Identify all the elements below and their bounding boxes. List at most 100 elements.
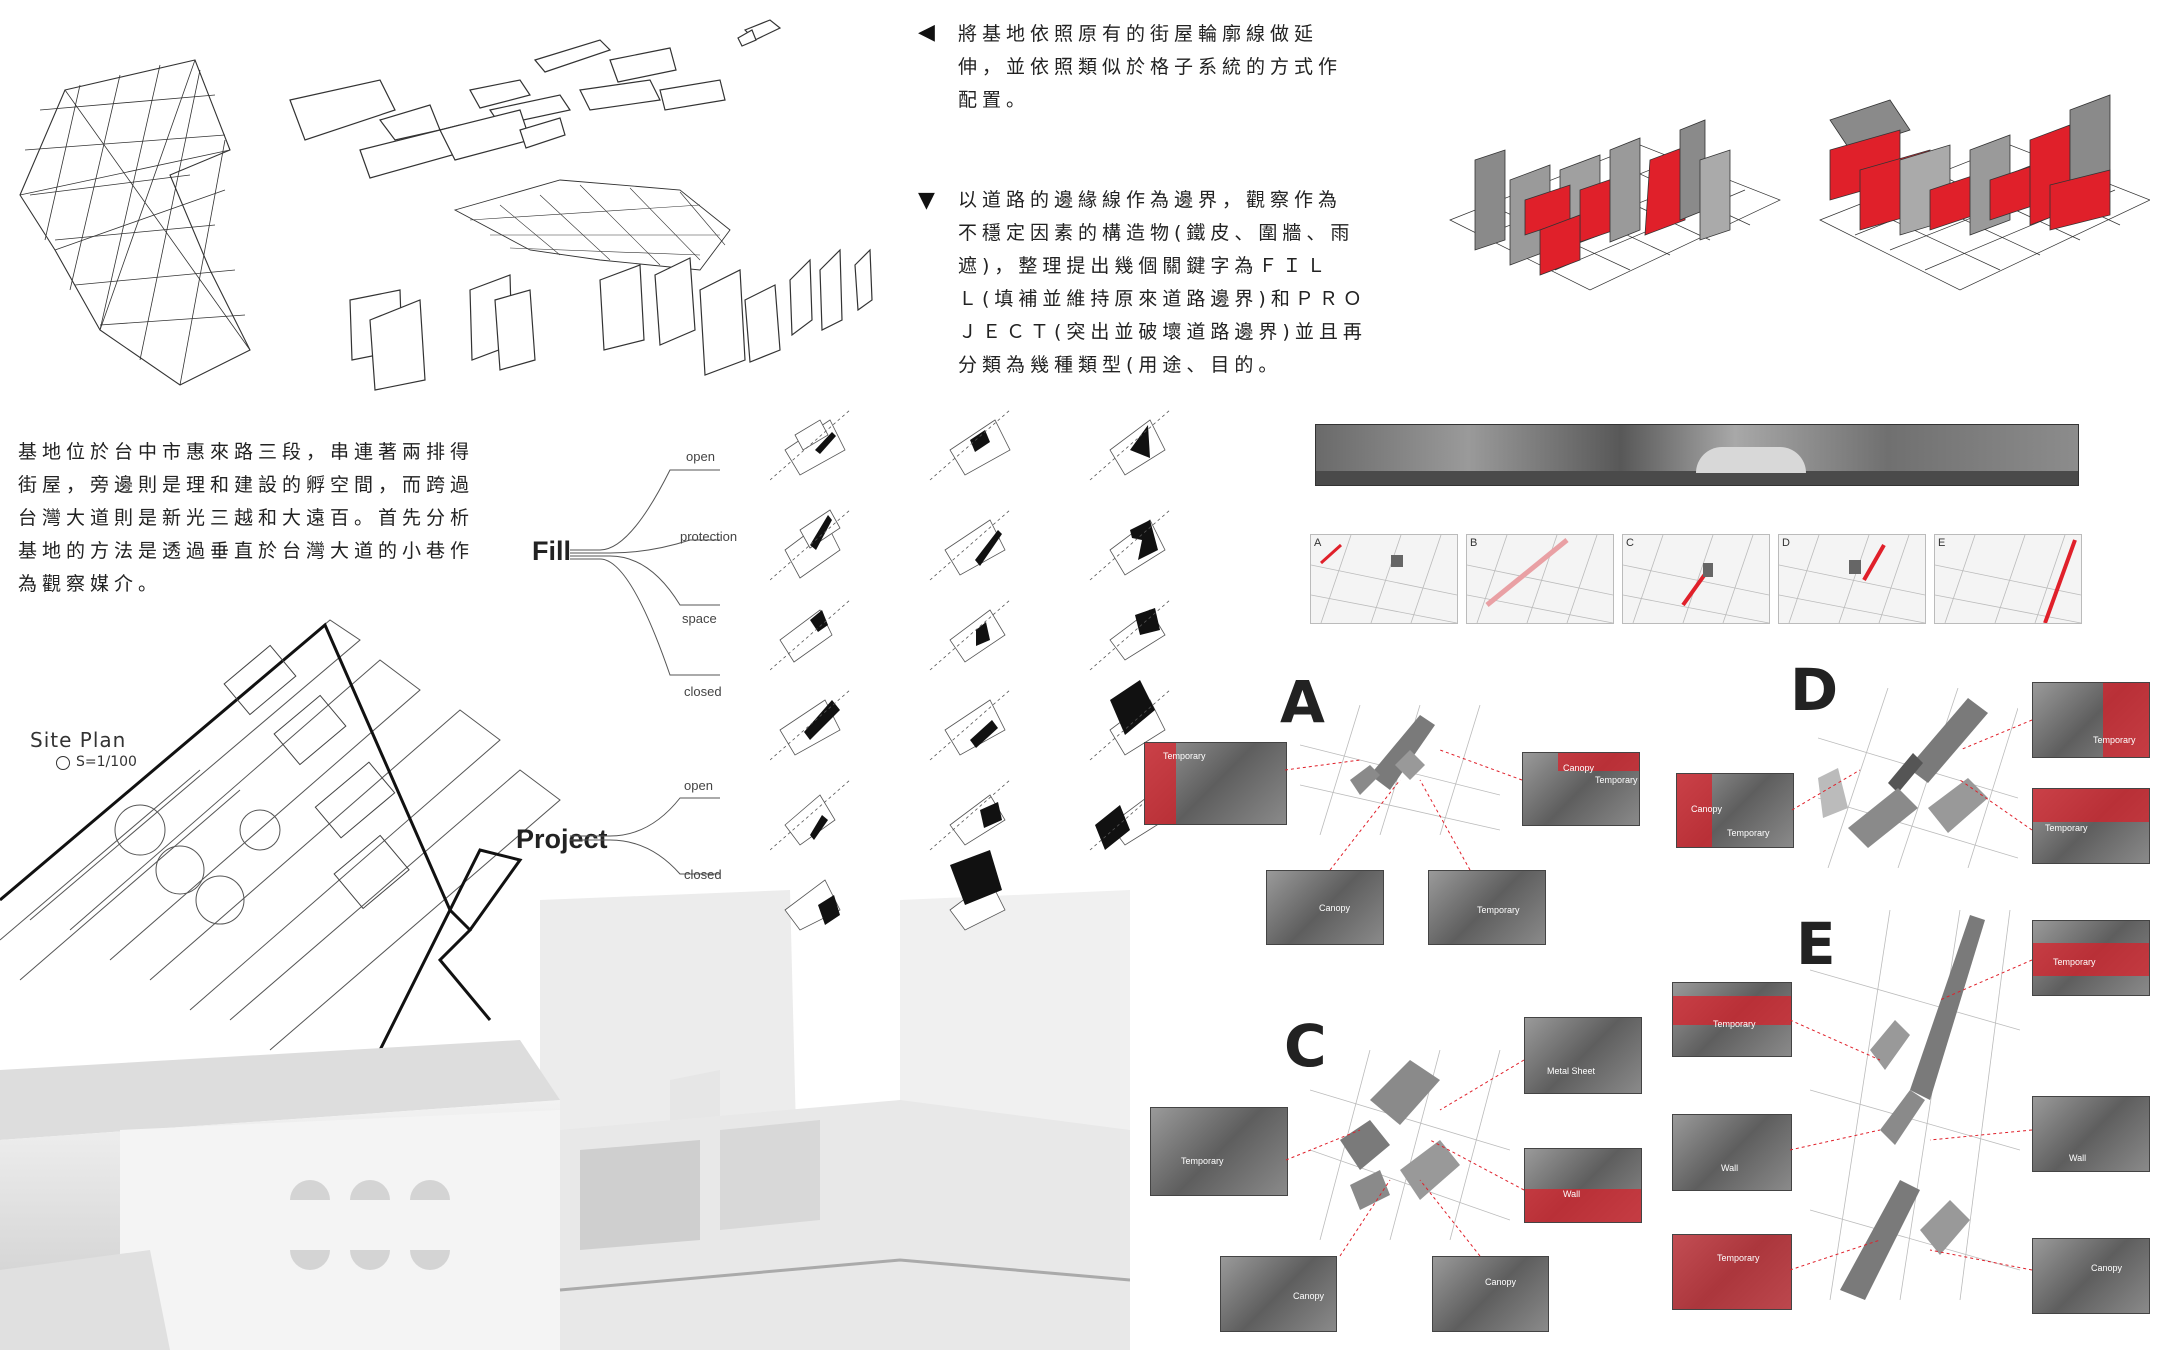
section-c-photo-3-band: [1525, 1189, 1641, 1222]
boundary-line-4: Ｌ(填補並維持原來道路邊界)和ＰＲＯ: [958, 288, 1367, 310]
section-e-letter: E: [1796, 910, 1836, 978]
section-c-photo-4: Canopy: [1220, 1256, 1337, 1332]
mini-map-a-lines: [1311, 535, 1457, 623]
mini-map-b-label: B: [1470, 537, 1478, 549]
fill-branch-closed: closed: [684, 684, 722, 699]
project-branch-closed: closed: [684, 867, 722, 882]
section-e-photo-3-label: Wall: [1721, 1163, 1739, 1173]
boundary-line-3: 遮)，整理提出幾個關鍵字為ＦＩＬ: [958, 255, 1331, 277]
boundary-line-1: 以道路的邊緣線作為邊界，觀察作為: [958, 189, 1343, 211]
boundary-description: 以道路的邊緣線作為邊界，觀察作為 不穩定因素的構造物(鐵皮、圍牆、雨 遮)，整理…: [958, 184, 1388, 382]
panorama-road: [1316, 471, 2078, 485]
mini-map-a-label: A: [1314, 537, 1322, 549]
section-d-photo-3-band: [2033, 789, 2149, 823]
project-label: Project: [516, 824, 608, 854]
section-e-photo-4: Wall: [2032, 1096, 2150, 1172]
section-c-photo-1-label: Metal Sheet: [1547, 1066, 1596, 1076]
fill-label: Fill: [532, 536, 571, 566]
section-c-letter: C: [1284, 1012, 1327, 1080]
mini-map-d: D: [1778, 534, 1926, 624]
section-d-photo-3-label: Temporary: [2045, 823, 2088, 833]
left-arrow-icon: ◀: [918, 20, 935, 45]
mini-map-e: E: [1934, 534, 2082, 624]
section-a-photo-3: Canopy: [1266, 870, 1384, 945]
section-d-photo-3: Temporary: [2032, 788, 2150, 864]
project-branch-open: open: [684, 778, 713, 793]
mini-map-d-lines: [1779, 535, 1925, 623]
section-d-photo-2-label: Temporary: [2093, 735, 2136, 745]
mini-map-e-lines: [1935, 535, 2081, 623]
section-a-photo-1: Temporary: [1144, 742, 1287, 825]
mini-map-c: C: [1622, 534, 1770, 624]
site-line-3: 台灣大道則是新光三越和大遠百。首先分析: [18, 507, 475, 529]
fill-branch-space: space: [682, 611, 717, 626]
section-e-photo-2-label: Temporary: [2053, 957, 2096, 967]
section-c-photo-2-label: Temporary: [1181, 1156, 1224, 1166]
section-a-photo-4-label: Temporary: [1477, 905, 1520, 915]
section-a-photo-2-label2: Canopy: [1563, 763, 1595, 773]
site-line-1: 基地位於台中市惠來路三段，串連著兩排得: [18, 441, 475, 463]
white-massing-model: [0, 890, 1130, 1350]
type-diagram-grid: [770, 410, 1171, 931]
extend-line-2: 伸，並依照類似於格子系統的方式作: [958, 56, 1343, 78]
section-d-photo-1-band: [1677, 774, 1712, 847]
site-line-5: 為觀察媒介。: [18, 573, 163, 595]
section-c-photo-4-label: Canopy: [1293, 1291, 1325, 1301]
boundary-line-2: 不穩定因素的構造物(鐵皮、圍牆、雨: [958, 222, 1355, 244]
site-plan-drawing: [0, 619, 561, 1060]
classification-tree: [570, 469, 720, 875]
site-line-4: 基地的方法是透過垂直於台灣大道的小巷作: [18, 540, 475, 562]
site-plan-scale: S=1/100: [76, 754, 137, 770]
boundary-line-6: 分類為幾種類型(用途、目的。: [958, 354, 1283, 376]
section-c-photo-1: Metal Sheet: [1524, 1017, 1642, 1094]
section-e-photo-4-label: Wall: [2069, 1153, 2087, 1163]
section-e-photo-5: Temporary: [1672, 1234, 1792, 1310]
site-description: 基地位於台中市惠來路三段，串連著兩排得 街屋，旁邊則是理和建設的孵空間，而跨過 …: [18, 436, 538, 601]
section-e-photo-5-label: Temporary: [1717, 1253, 1760, 1263]
street-panorama-photo: [1315, 424, 2079, 486]
section-e-photo-1: Temporary: [1672, 982, 1792, 1057]
section-a-photo-2-label: Temporary: [1595, 775, 1638, 785]
section-a-map: [1300, 705, 1500, 835]
section-c-map: [1310, 1050, 1510, 1240]
mini-map-c-lines: [1623, 535, 1769, 623]
extend-line-1: 將基地依照原有的街屋輪廓線做延: [958, 23, 1319, 45]
fill-branch-open: open: [686, 449, 715, 464]
compass-icon: [56, 756, 70, 770]
site-line-2: 街屋，旁邊則是理和建設的孵空間，而跨過: [18, 474, 475, 496]
section-c-photo-2: Temporary: [1150, 1107, 1288, 1196]
section-e-photo-2-band: [2033, 943, 2149, 977]
section-d-photo-2: Temporary: [2032, 682, 2150, 758]
section-e-photo-6-label: Canopy: [2091, 1263, 2123, 1273]
section-a-photo-4: Temporary: [1428, 870, 1546, 945]
section-e-map: [1810, 910, 2020, 1300]
section-c-photo-3: Wall: [1524, 1148, 1642, 1223]
section-c-photo-5-label: Canopy: [1485, 1277, 1517, 1287]
section-c-photo-3-label: Wall: [1563, 1189, 1581, 1199]
section-e-photo-2: Temporary: [2032, 920, 2150, 996]
down-arrow-icon: ▼: [918, 188, 935, 213]
section-a-photo-3-label: Canopy: [1319, 903, 1351, 913]
mini-map-b-lines: [1467, 535, 1613, 623]
section-e-photo-3: Wall: [1672, 1114, 1792, 1191]
mini-map-e-label: E: [1938, 537, 1946, 549]
red-element-axonometric: [1449, 94, 2150, 291]
section-e-photo-5-band: [1673, 1235, 1791, 1309]
panorama-canopy: [1696, 447, 1806, 473]
mini-map-b: B: [1466, 534, 1614, 624]
section-d-map: [1818, 688, 2018, 868]
mini-map-c-label: C: [1626, 537, 1634, 549]
section-c-photo-5: Canopy: [1432, 1256, 1549, 1332]
section-a-photo-2-band: [1557, 753, 1639, 771]
mini-map-a: A: [1310, 534, 1458, 624]
section-a-photo-1-label: Temporary: [1163, 751, 1206, 761]
section-a-letter: A: [1280, 668, 1325, 736]
section-a-photo-2: Temporary Canopy: [1522, 752, 1640, 826]
boundary-line-5: ＪＥＣＴ(突出並破壞道路邊界)並且再: [958, 321, 1367, 343]
fill-branch-protection: protection: [680, 529, 738, 544]
extend-description: 將基地依照原有的街屋輪廓線做延 伸，並依照類似於格子系統的方式作 配置。: [958, 18, 1388, 117]
section-d-letter: D: [1790, 656, 1839, 724]
section-a-photo-1-band: [1145, 743, 1177, 824]
mini-map-d-label: D: [1782, 537, 1790, 549]
section-d-photo-1-label2: Temporary: [1727, 828, 1770, 838]
